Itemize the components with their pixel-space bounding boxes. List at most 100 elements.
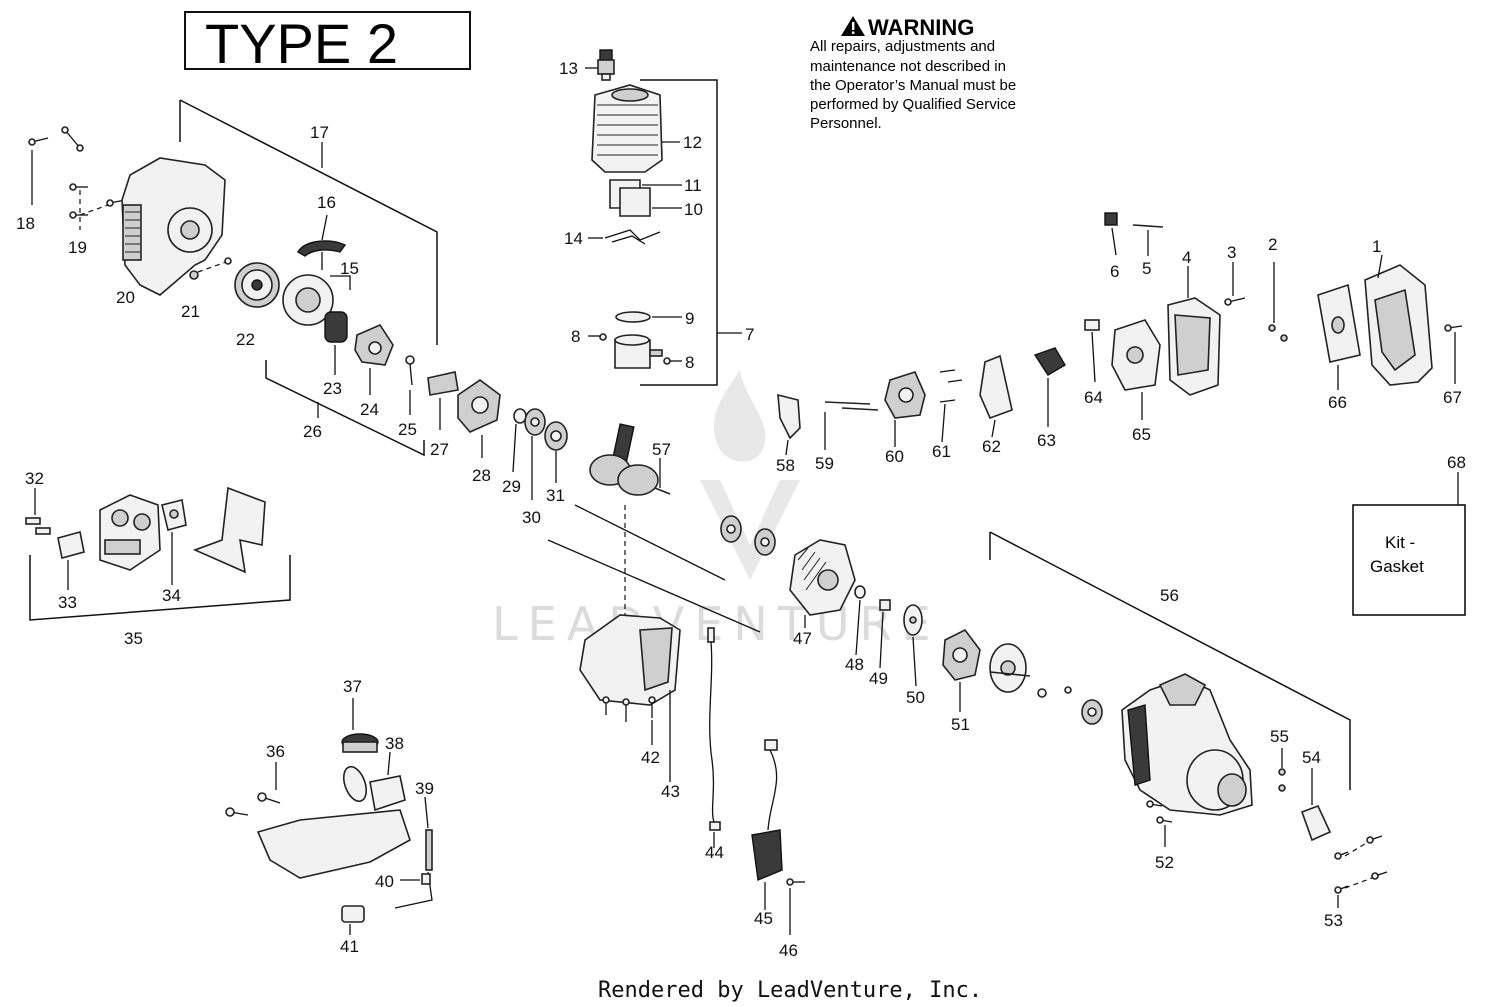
label-48: 48: [845, 655, 864, 674]
label-22: 22: [236, 330, 255, 349]
warning-line-2: maintenance not described in: [810, 58, 1006, 75]
type-title: TYPE 2: [205, 12, 398, 75]
part-10-gasket: [619, 187, 682, 217]
part-34-gasket: [161, 499, 187, 585]
part-8-clip-left: [588, 333, 607, 341]
part-15-pulley: [282, 274, 351, 326]
label-55: 55: [1270, 727, 1289, 746]
part-crank-seal-2: [754, 528, 776, 556]
part-5-rod: [1132, 224, 1164, 256]
label-57: 57: [652, 440, 671, 459]
label-39: 39: [415, 779, 434, 798]
label-45: 45: [754, 909, 773, 928]
part-50-washer: [903, 604, 923, 687]
part-59-bolts: [824, 401, 879, 450]
label-29: 29: [502, 477, 521, 496]
label-62: 62: [982, 437, 1001, 456]
part-22-recoil-spring: [234, 262, 280, 308]
label-43: 43: [661, 782, 680, 801]
label-17: 17: [310, 123, 329, 142]
label-24: 24: [360, 400, 379, 419]
part-23-spring: [324, 311, 348, 375]
part-42-screws: [602, 696, 656, 745]
label-42: 42: [641, 748, 660, 767]
warning-line-4: performed by Qualified Service: [810, 96, 1016, 113]
label-13: 13: [559, 59, 578, 78]
label-3: 3: [1227, 243, 1236, 262]
part-32-screws: [25, 488, 51, 535]
part-47-flywheel: [789, 539, 856, 628]
label-4: 4: [1182, 248, 1191, 267]
label-46: 46: [779, 941, 798, 960]
part-24-starter-pawl: [354, 323, 394, 395]
part-3-screw: [1224, 262, 1246, 306]
label-66: 66: [1328, 393, 1347, 412]
part-clutch-drum: [989, 643, 1031, 693]
part-4-air-filter-base: [1167, 266, 1221, 396]
label-40: 40: [375, 872, 394, 891]
part-45-ignition-module: [751, 739, 783, 910]
part-43-crankcase: [579, 614, 681, 782]
label-31: 31: [546, 486, 565, 505]
label-37: 37: [343, 677, 362, 696]
label-21: 21: [181, 302, 200, 321]
part-55-nuts: [1278, 748, 1286, 792]
label-68: 68: [1447, 453, 1466, 472]
part-60-intake: [884, 371, 926, 447]
label-2: 2: [1268, 235, 1277, 254]
label-61: 61: [932, 442, 951, 461]
part-30-bearing: [524, 408, 546, 500]
label-32: 32: [25, 469, 44, 488]
part-40-grommet: [400, 873, 431, 885]
label-16: 16: [317, 193, 336, 212]
warning-line-1: All repairs, adjustments and: [810, 38, 995, 55]
label-36: 36: [266, 742, 285, 761]
warning-block: WARNING All repairs, adjustments and mai…: [810, 15, 1016, 132]
label-27: 27: [430, 440, 449, 459]
label-50: 50: [906, 688, 925, 707]
part-12-cylinder: [591, 84, 680, 173]
label-56: 56: [1160, 586, 1179, 605]
type-title-box: TYPE 2: [184, 11, 471, 75]
warning-heading: WARNING: [868, 15, 974, 40]
label-30: 30: [522, 508, 541, 527]
label-15: 15: [340, 259, 359, 278]
part-67-screw: [1444, 324, 1463, 384]
part-56-clutch-housing: [1121, 673, 1253, 816]
part-48-washer: [854, 585, 866, 656]
label-47: 47: [793, 629, 812, 648]
part-65-carburetor: [1111, 319, 1161, 420]
part-61-screws: [939, 369, 963, 443]
part-52-screws: [1146, 800, 1173, 847]
part-27-mount: [427, 371, 459, 430]
part-57-crankshaft: [589, 423, 671, 496]
label-28: 28: [472, 466, 491, 485]
warning-triangle-icon: [841, 16, 865, 36]
part-49-nut: [879, 599, 891, 669]
warning-line-3: the Operator’s Manual must be: [810, 77, 1016, 94]
part-28-bearing-flange: [457, 379, 501, 458]
part-6-knob: [1104, 212, 1118, 256]
label-60: 60: [885, 447, 904, 466]
watermark: LEADVENTURE: [492, 370, 931, 651]
label-20: 20: [116, 288, 135, 307]
label-64: 64: [1084, 388, 1103, 407]
label-65: 65: [1132, 425, 1151, 444]
label-67: 67: [1443, 388, 1462, 407]
label-25: 25: [398, 420, 417, 439]
part-62-gasket: [979, 354, 1013, 438]
label-33: 33: [58, 593, 77, 612]
part-fuel-tank: [256, 809, 411, 879]
label-9: 9: [685, 309, 694, 328]
label-58: 58: [776, 456, 795, 475]
label-5: 5: [1142, 259, 1151, 278]
part-8-clip-right: [663, 357, 682, 365]
label-53: 53: [1324, 911, 1343, 930]
kit-box-line-1: Kit -: [1385, 533, 1415, 552]
label-10: 10: [684, 200, 703, 219]
part-29-seal: [512, 408, 527, 473]
part-53-screws: [1334, 835, 1388, 908]
label-34: 34: [162, 586, 181, 605]
callout-labels: 1 2 3 4 5 6 7 8 8 9 10 11 12 13 14 15 16…: [16, 59, 1466, 960]
